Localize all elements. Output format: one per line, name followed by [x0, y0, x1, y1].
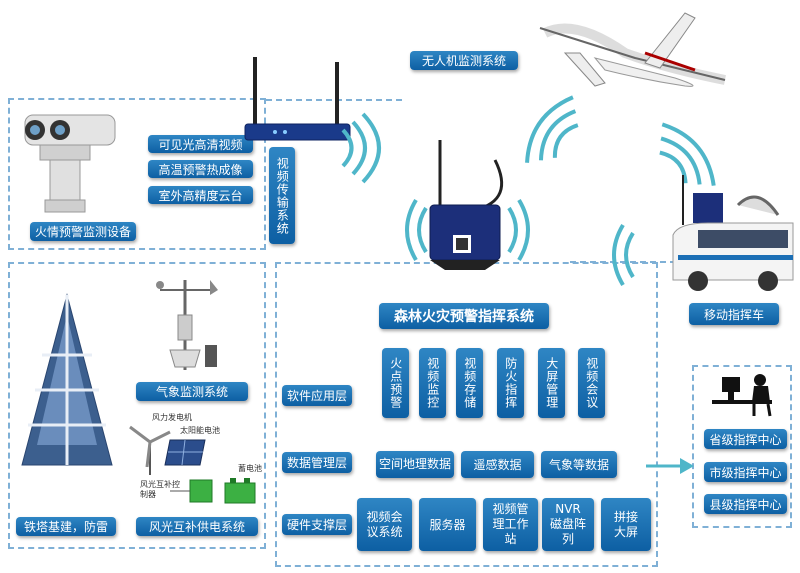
solar-panel-icon — [164, 439, 206, 466]
software-module: 视频会议 — [578, 348, 605, 418]
command-center-province: 省级指挥中心 — [704, 429, 787, 449]
command-center-county: 县级指挥中心 — [704, 494, 787, 514]
drone-system-label: 无人机监测系统 — [410, 51, 518, 70]
software-module: 视频存储 — [456, 348, 483, 418]
camera-device-label: 火情预警监测设备 — [30, 222, 136, 241]
tower-region — [8, 262, 266, 549]
hardware-module: NVR磁盘阵列 — [542, 498, 594, 551]
solar-label: 太阳能电池 — [180, 426, 220, 435]
battery-label: 蓄电池 — [238, 464, 262, 473]
thermal-camera-icon — [24, 114, 116, 213]
data-module: 遥感数据 — [461, 451, 534, 478]
software-module: 防火指挥 — [497, 348, 524, 418]
controller-icon — [170, 479, 213, 503]
wifi-waves-icon — [507, 198, 530, 262]
hardware-module: 视频管理工作站 — [483, 498, 538, 551]
wifi-waves-icon — [612, 223, 635, 287]
video-transmission-label: 视频传输系统 — [269, 147, 295, 244]
layer-software: 软件应用层 — [282, 385, 352, 406]
core-system-title: 森林火灾预警指挥系统 — [379, 303, 549, 329]
hardware-module: 服务器 — [419, 498, 476, 551]
command-center-city: 市级指挥中心 — [704, 462, 787, 482]
command-region — [692, 365, 792, 528]
software-module: 火点预警 — [382, 348, 409, 418]
command-vehicle-icon — [672, 175, 794, 291]
router-icon — [244, 57, 351, 141]
mobile-vehicle-label: 移动指挥车 — [689, 303, 779, 325]
drone-icon — [539, 12, 726, 87]
software-module: 大屏管理 — [538, 348, 565, 418]
camera-region — [8, 98, 266, 250]
power-system-label: 风光互补供电系统 — [136, 517, 258, 536]
gateway-device-icon — [429, 140, 504, 270]
wind-turbine-icon — [129, 425, 171, 475]
feature-thermal-imaging: 高温预警热成像 — [148, 160, 253, 178]
hardware-module: 拼接大屏 — [601, 498, 651, 551]
wifi-waves-icon — [341, 112, 381, 184]
hardware-module: 视频会议系统 — [357, 498, 412, 551]
feature-ptz: 室外高精度云台 — [148, 186, 253, 204]
data-module: 气象等数据 — [541, 451, 617, 478]
software-module: 视频监控 — [419, 348, 446, 418]
weather-station-label: 气象监测系统 — [136, 382, 248, 401]
tower-icon — [21, 293, 113, 466]
weather-station-icon — [156, 280, 218, 370]
wifi-waves-icon — [525, 95, 579, 163]
controller-label: 风光互补控制器 — [140, 480, 180, 499]
operator-icon — [712, 374, 772, 417]
wind-turbine-label: 风力发电机 — [152, 413, 192, 422]
feature-visible-video: 可见光高清视频 — [148, 135, 253, 153]
layer-hardware: 硬件支撑层 — [282, 514, 352, 535]
data-module: 空间地理数据 — [376, 451, 454, 478]
wifi-waves-icon — [405, 198, 428, 262]
wifi-waves-icon — [659, 122, 716, 186]
battery-icon — [224, 478, 256, 504]
tower-label: 铁塔基建，防雷 — [16, 517, 116, 536]
layer-data: 数据管理层 — [282, 452, 352, 473]
